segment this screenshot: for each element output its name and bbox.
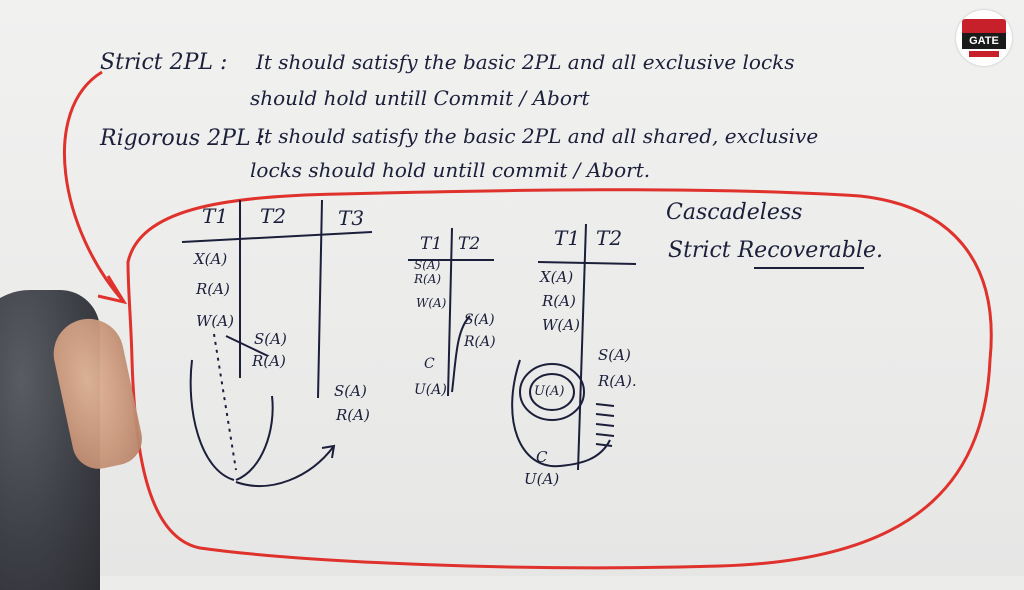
schedule3-col-divider [577,223,587,471]
strict-2pl-line1: It should satisfy the basic 2PL and all … [256,50,795,74]
schedule1-arrow-head [321,444,336,459]
schedule3-t1-op: U(A) [534,384,565,399]
schedule1-header-t3: T3 [338,206,365,230]
marker-strokes [63,70,993,570]
channel-logo: GATE [956,10,1012,66]
schedule2-t1-op: R(A) [414,272,442,286]
schedule1-t2-op: S(A) [254,330,287,348]
schedule2-t1-op: C [424,356,435,372]
logo-text: GATE [962,33,1006,49]
schedule1-header-t1: T1 [202,204,229,228]
schedule2-t1-op: W(A) [416,296,447,310]
schedule3-t1-op: X(A) [540,268,574,286]
schedule3-t1-op: C [536,448,548,466]
rigorous-2pl-line1: It should satisfy the basic 2PL and all … [256,124,819,148]
schedule3-t1-op: U(A) [524,470,560,488]
red-pointer-arrowhead [97,275,128,305]
schedule1-t1-op: X(A) [194,250,228,268]
schedule1-t1-op: R(A) [196,280,230,298]
schedule1-curve-to-t2 [189,359,235,481]
red-pointer-arrow [63,70,126,303]
schedule2-t1-op: U(A) [414,382,447,398]
schedule2-t2-op: S(A) [464,312,495,328]
schedule1-header-t2: T2 [260,204,287,228]
schedule2-col-divider [447,227,453,397]
schedule1-t2-op: R(A) [252,352,286,370]
schedule2-header-t1: T1 [420,234,443,254]
schedule3-header-t1: T1 [554,226,581,250]
schedule1-col-divider-2 [317,199,323,399]
red-enclosure-loop [126,188,993,570]
schedule2-t1-op: S(A) [414,258,441,272]
schedule3-t2-op: R(A). [598,372,637,390]
whiteboard [0,0,1024,576]
note-strict-recoverable: Strict Recoverable. [668,238,883,263]
schedule2-link [451,315,471,393]
schedule1-t3-op: R(A) [336,406,370,424]
schedule2-header-t2: T2 [458,234,481,254]
schedule3-curve [511,359,611,468]
schedule1-dotted-wait [213,333,237,471]
strict-2pl-term: Strict 2PL : [100,50,228,75]
note-cascadeless: Cascadeless [666,200,803,225]
schedule3-t1-op: R(A) [542,292,576,310]
schedule3-hatch [595,403,615,447]
strict-2pl-line2: should hold untill Commit / Abort [250,86,590,110]
schedule1-header-rule [181,231,373,243]
logo-bottom-bar [969,51,999,57]
schedule3-header-t2: T2 [596,226,623,250]
schedule3-circled-unlock [519,363,585,421]
schedule1-t3-op: S(A) [334,382,367,400]
schedule3-circled-unlock-inner [529,373,575,411]
schedule3-t1-op: W(A) [542,316,580,334]
schedule1-block-arrow [225,335,269,357]
schedule3-t2-op: S(A) [598,346,631,364]
schedule1-curve-to-t3 [235,445,335,487]
schedule3-header-rule [537,261,637,265]
schedule1-t1-op: W(A) [196,312,234,330]
rigorous-2pl-line2: locks should hold untill commit / Abort. [250,158,651,182]
schedule2-t2-op: R(A) [464,334,496,350]
rigorous-2pl-term: Rigorous 2PL : [100,126,265,151]
logo-top-bar [962,19,1006,33]
schedule1-curve-to-t2b [235,395,274,481]
